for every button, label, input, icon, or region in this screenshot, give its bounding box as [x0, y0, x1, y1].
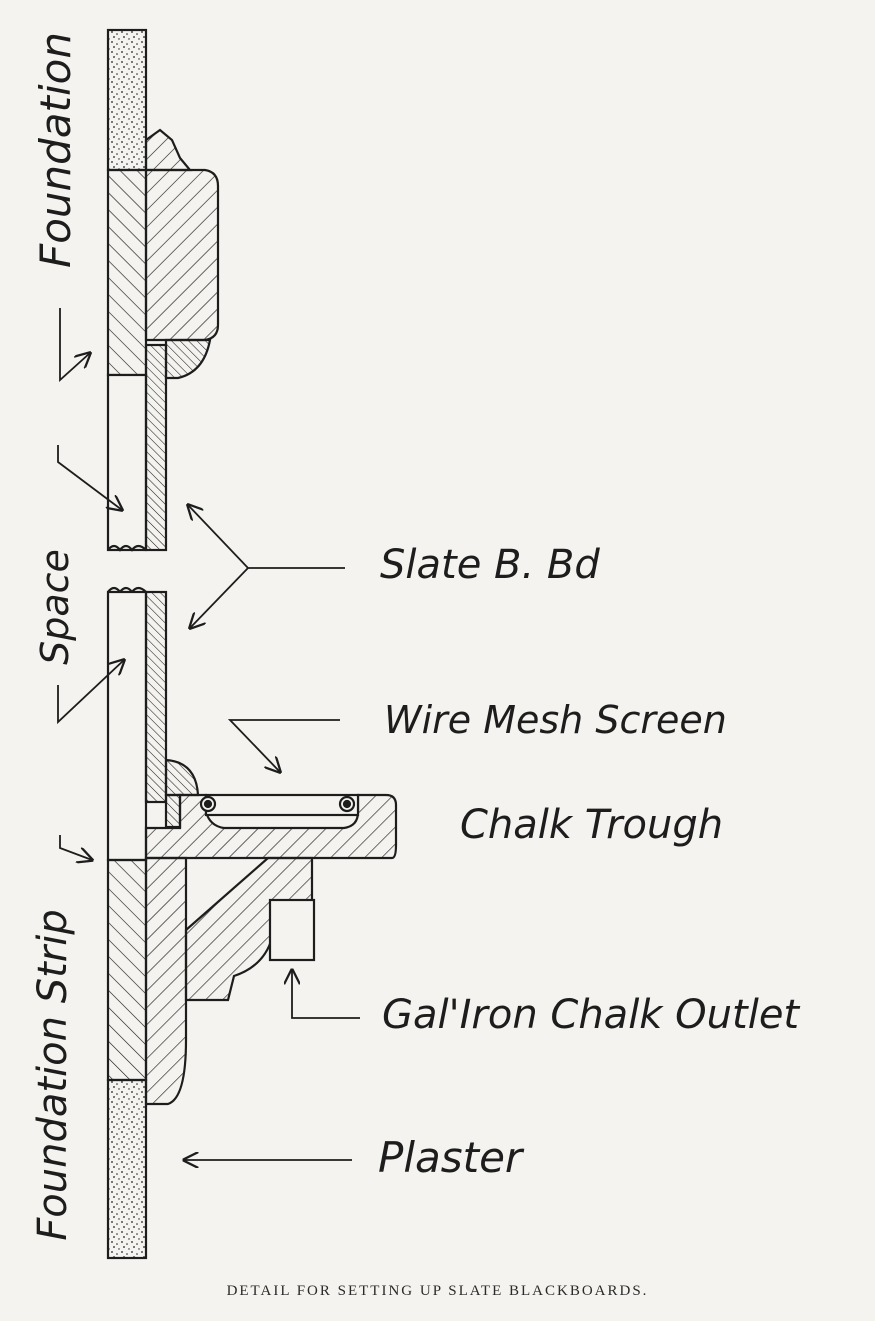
figure-caption: DETAIL FOR SETTING UP SLATE BLACKBOARDS.: [226, 1283, 649, 1299]
foundation-strip-arrow: [59, 835, 92, 860]
upper-frame-cove: [164, 338, 212, 380]
label-wire-mesh: Wire Mesh Screen: [384, 698, 727, 742]
screen-pin-right-dot: [342, 799, 352, 809]
trough-cleat: [164, 793, 182, 829]
break-line-lower: [107, 586, 147, 594]
slate-board-upper: [144, 343, 168, 552]
space-arrow-lower: [57, 660, 124, 725]
plaster-lower: [106, 1078, 148, 1260]
foundation-strip-block: [106, 858, 148, 1082]
upper-frame: [144, 168, 220, 342]
label-chalk-outlet: Gal'Iron Chalk Outlet: [382, 992, 800, 1038]
trough-quarter-round: [164, 758, 200, 797]
leader-arrows: [57, 308, 360, 1160]
wire-mesh-screen: [204, 793, 360, 817]
section-drawing: [106, 28, 398, 1260]
foundation-arrow: [59, 308, 90, 383]
slate-board-lower: [144, 590, 168, 804]
chalk-outlet-pipe: [268, 898, 316, 962]
label-chalk-trough: Chalk Trough: [460, 802, 723, 848]
upper-molding: [144, 128, 193, 172]
break-line-upper: [107, 544, 147, 552]
lower-frame: [144, 856, 188, 1106]
outlet-arrow: [292, 970, 360, 1019]
screen-pin-left-dot: [203, 799, 213, 809]
plaster-upper: [106, 28, 148, 172]
label-slate: Slate B. Bd: [380, 542, 600, 588]
wall-space-upper: [106, 373, 148, 552]
slate-arrow-down: [190, 567, 249, 628]
foundation-block: [106, 168, 148, 377]
label-foundation-strip: Foundation Strip: [30, 909, 76, 1240]
slate-arrow-up: [188, 505, 345, 569]
wire-mesh-arrow: [227, 719, 340, 772]
label-plaster: Plaster: [378, 1133, 525, 1182]
space-arrow-upper: [57, 445, 122, 510]
wall-space-lower: [106, 590, 148, 862]
label-foundation: Foundation: [31, 32, 80, 268]
label-space: Space: [33, 549, 77, 665]
